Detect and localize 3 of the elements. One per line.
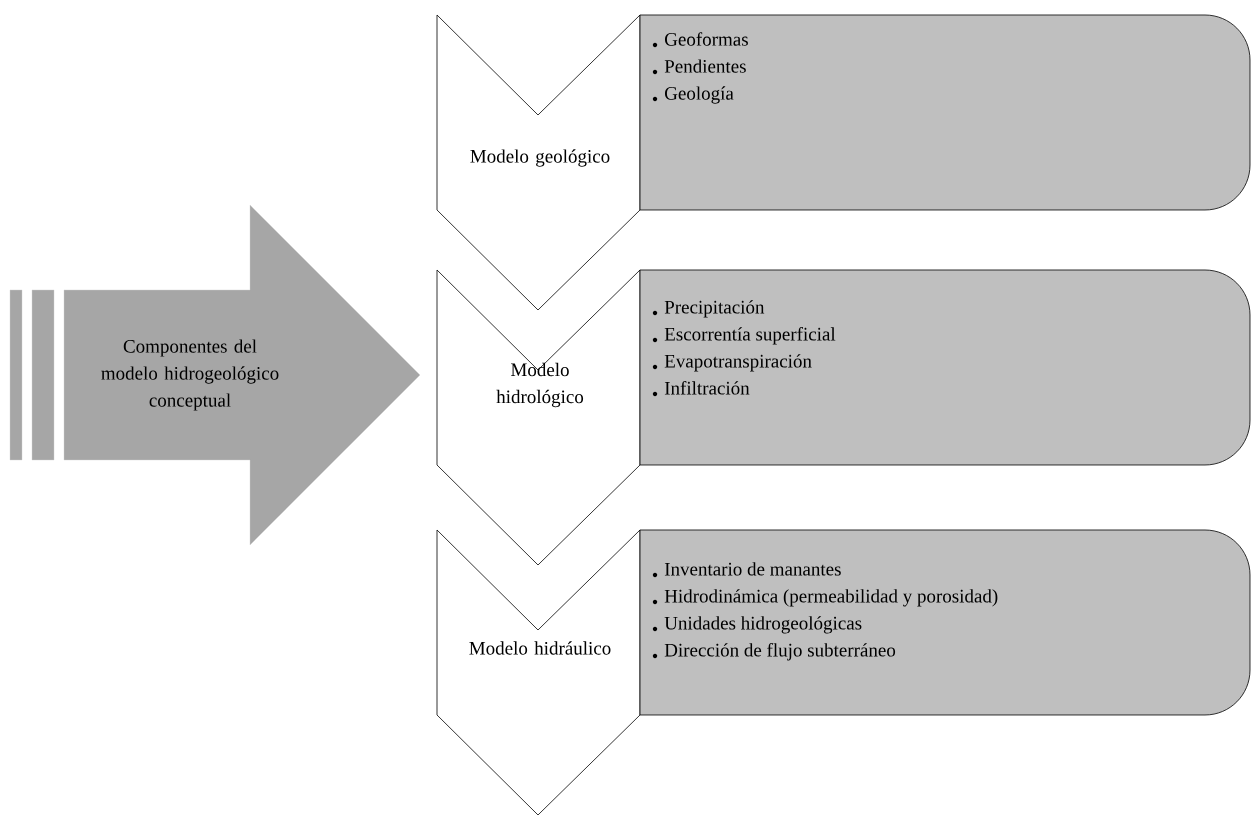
rounded-box: Precipitación Escorrentía superficial Evapotranspiración Infiltración <box>639 269 1251 466</box>
rounded-box: Inventario de manantes Hidrodinámica (permeabilidad y porosidad) Unidades hidrogeológicas Dirección de flujo subterráneo <box>639 529 1251 716</box>
rounded-box: Geoformas Pendientes Geología <box>639 14 1251 211</box>
